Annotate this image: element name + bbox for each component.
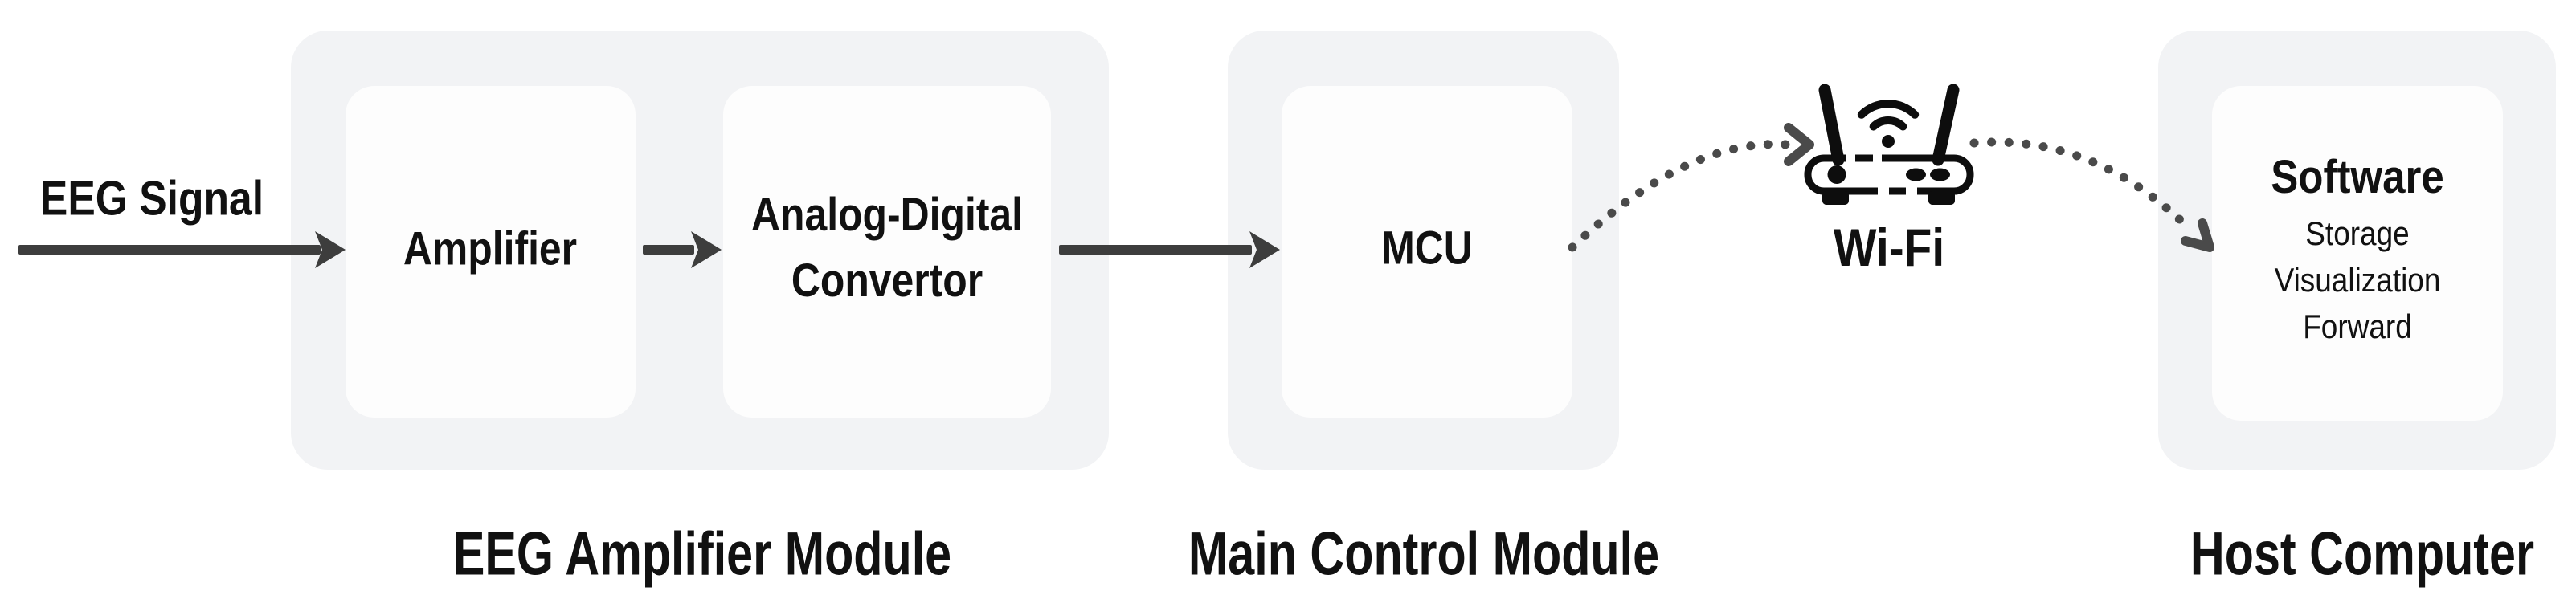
wifi-label: Wi-Fi: [1833, 218, 1945, 277]
adc-label: Analog-Digital Convertor: [751, 182, 1023, 314]
eeg-signal-label: EEG Signal: [39, 171, 264, 226]
amplifier-label: Amplifier: [403, 222, 578, 275]
router-feet: [1822, 191, 1955, 205]
software-item-visualization: Visualization: [2274, 261, 2441, 299]
wifi-router-icon: [1804, 84, 1974, 205]
wifi-waves: [1857, 100, 1920, 148]
host-computer-caption: Host Computer: [2190, 520, 2535, 589]
software-block: [2212, 86, 2503, 421]
adc-block: [723, 86, 1051, 418]
software-label-stack: Software Storage Visualization Forward: [2271, 149, 2444, 350]
software-items: Storage Visualization Forward: [2271, 210, 2444, 350]
main-control-module-caption: Main Control Module: [1188, 520, 1660, 589]
router-body-dash-gaps: [1846, 153, 1917, 196]
software-item-storage: Storage: [2305, 214, 2410, 252]
mcu-label: MCU: [1381, 222, 1473, 275]
amplifier-block: [346, 86, 636, 418]
router-leds: [1827, 165, 1950, 184]
adc-label-line2: Convertor: [791, 255, 983, 307]
software-item-forward: Forward: [2303, 308, 2412, 345]
adc-label-line1: Analog-Digital: [750, 189, 1024, 241]
router-antennas: [1818, 84, 1960, 166]
eeg-amplifier-module-caption: EEG Amplifier Module: [452, 520, 952, 589]
mcu-block: [1282, 86, 1572, 418]
router-body: [1804, 154, 1974, 195]
software-title: Software: [2271, 151, 2444, 203]
